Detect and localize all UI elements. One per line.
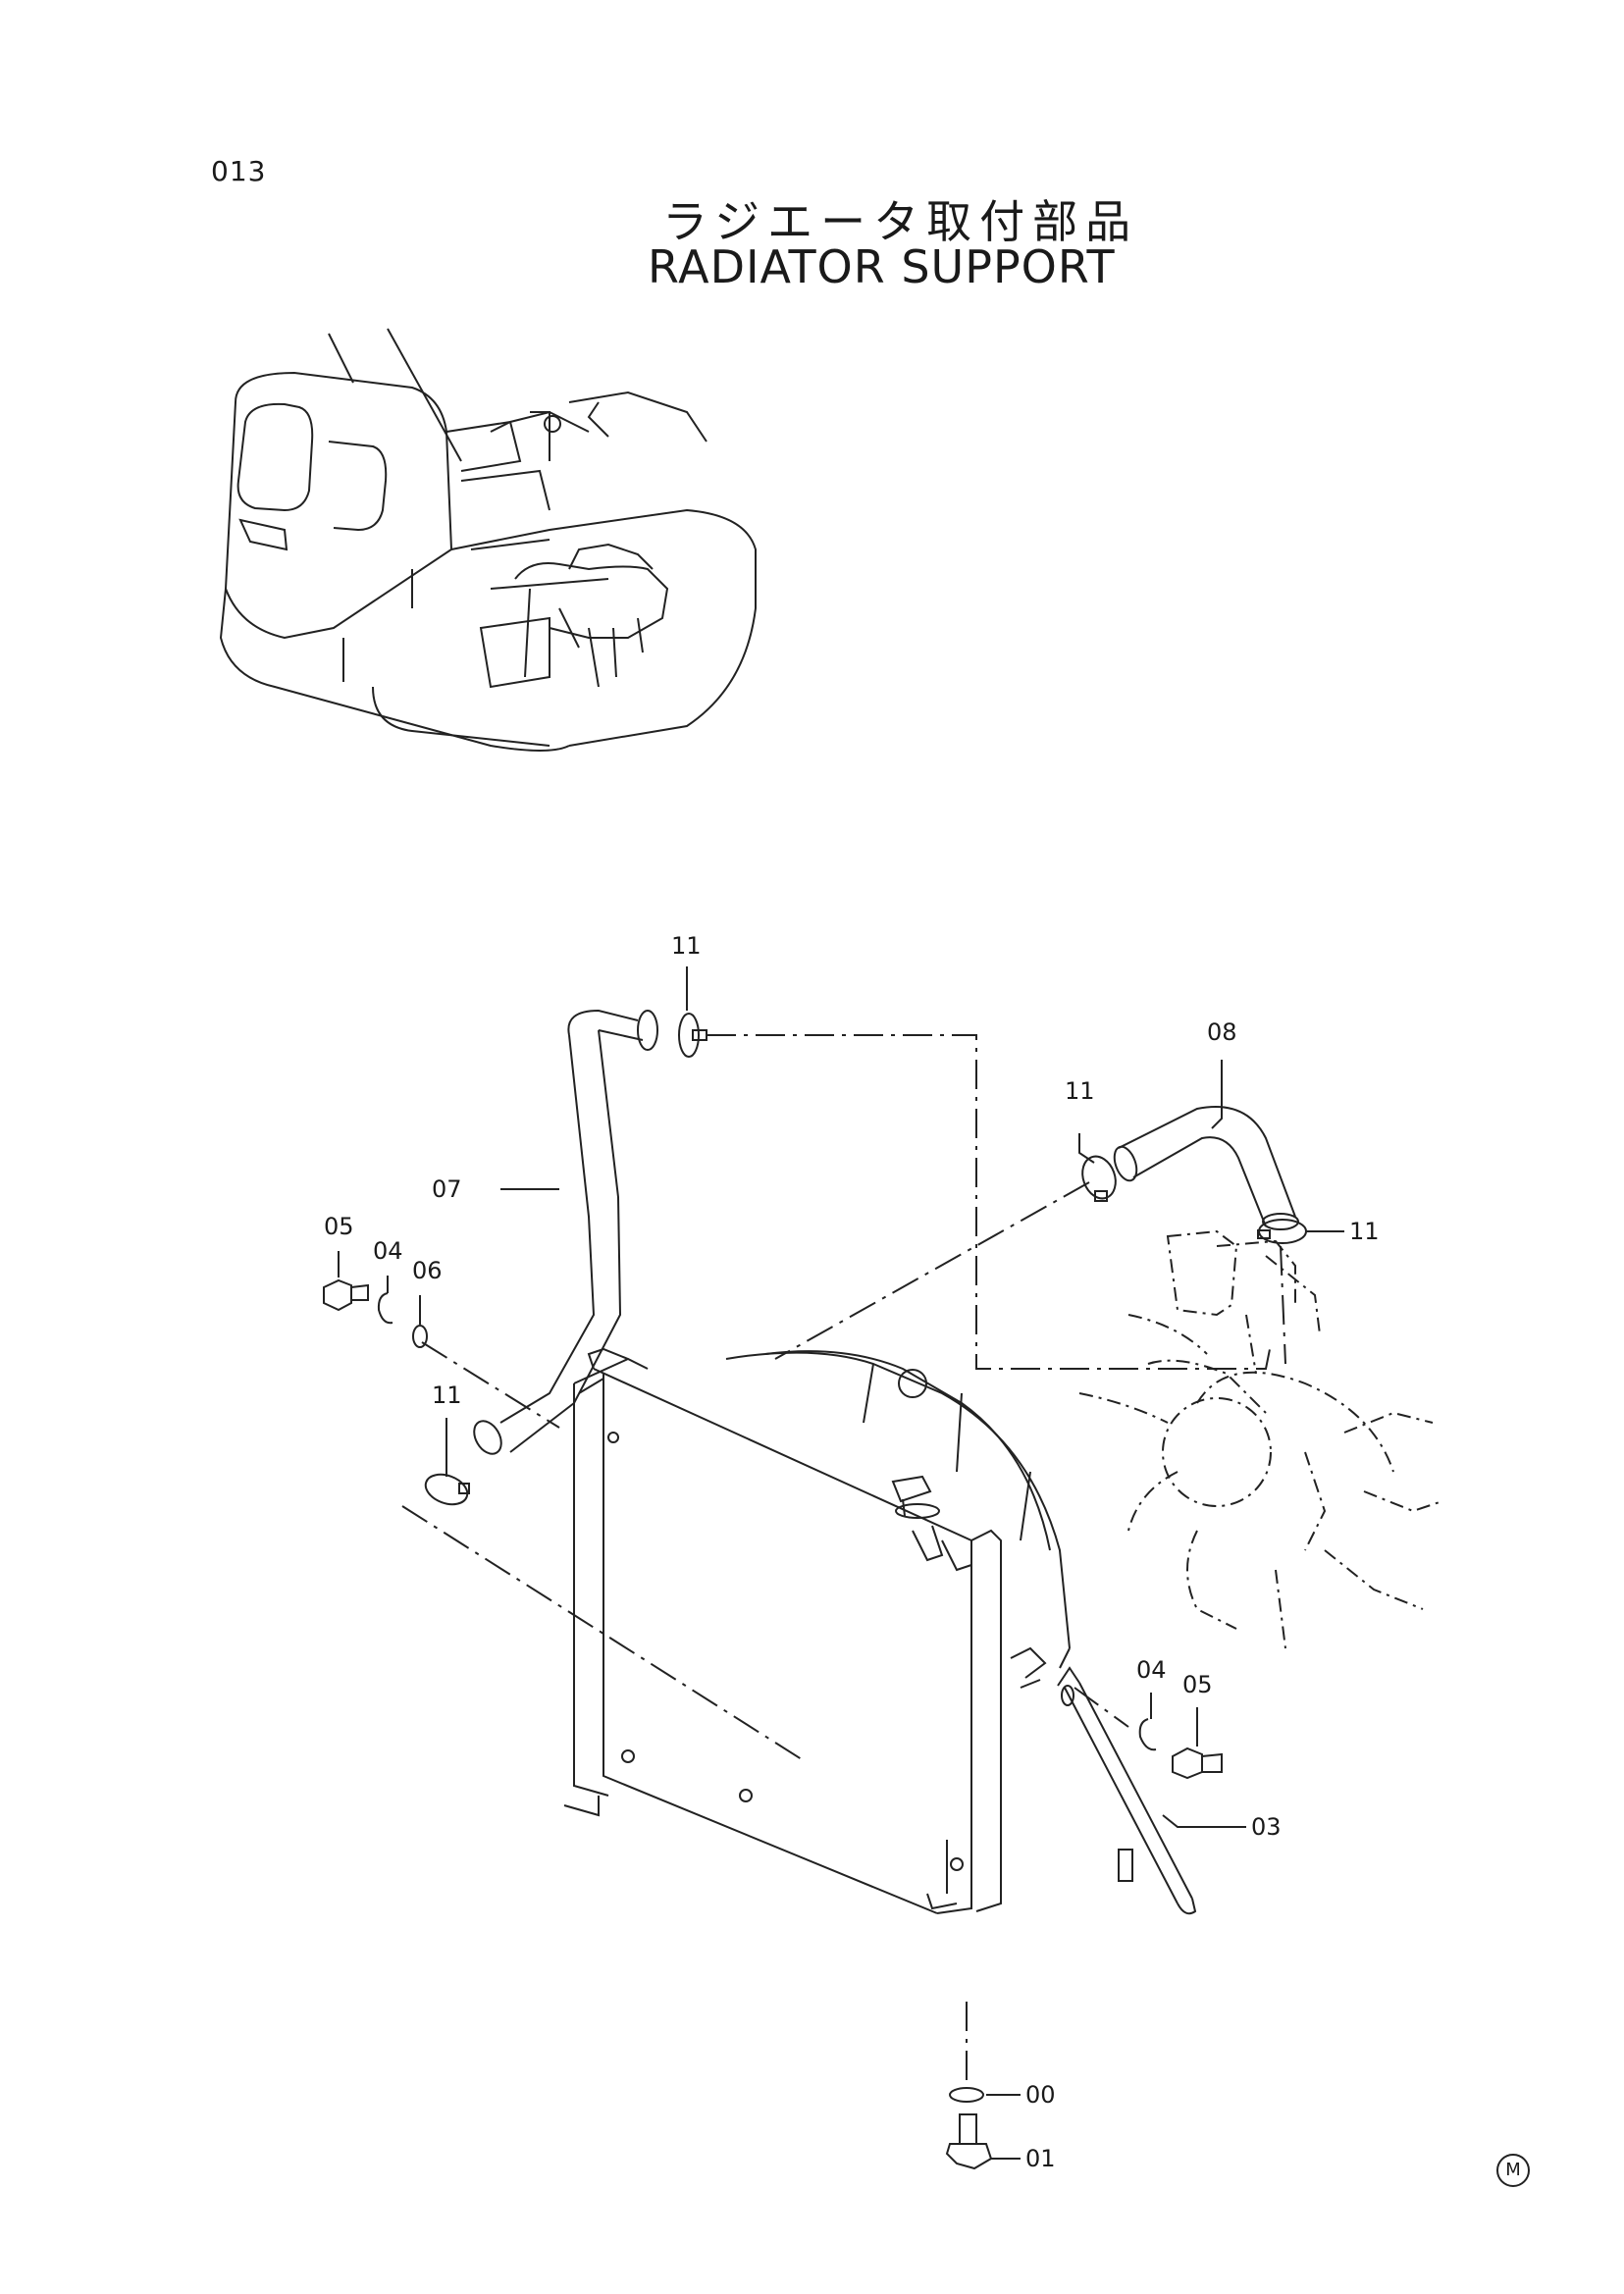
lock-washer-04-left	[377, 1292, 393, 1325]
brand-mark: M	[1496, 2154, 1530, 2187]
support-rod-03	[1010, 1646, 1197, 1915]
radiator-core	[563, 1347, 1002, 1914]
engine-and-fan	[1078, 1229, 1443, 1649]
title-english: RADIATOR SUPPORT	[648, 240, 1116, 293]
bolt-05-left	[323, 1278, 369, 1312]
bolt-05-right	[1172, 1747, 1223, 1780]
callout-05-right: 05	[1182, 1671, 1213, 1698]
callout-07: 07	[432, 1175, 462, 1203]
hose-clamp-top	[678, 1013, 707, 1058]
upper-hose-07	[473, 1009, 658, 1455]
callout-11-left: 11	[432, 1382, 462, 1409]
callout-11-top: 11	[671, 932, 702, 960]
assembly-guide-lines	[401, 1034, 1286, 2080]
fan-shroud	[725, 1350, 1071, 1669]
callout-06: 06	[412, 1257, 443, 1284]
callout-labels: 11 08 11 07 05 04 06 11 11 04 05 03 00 0…	[324, 932, 1380, 2172]
callout-00: 00	[1025, 2081, 1056, 2109]
callout-03: 03	[1251, 1813, 1282, 1841]
callout-11-hose08: 11	[1065, 1077, 1095, 1105]
title-japanese: ラジエータ取付部品	[662, 195, 1139, 248]
callout-08: 08	[1207, 1018, 1237, 1046]
excavator-overview-illustration	[219, 328, 757, 752]
washer-00	[949, 2087, 984, 2103]
radiator-cap	[891, 1475, 940, 1519]
callout-leaders	[338, 966, 1344, 2160]
callout-05-left: 05	[324, 1213, 354, 1240]
hose-clamp-engine	[1257, 1219, 1307, 1244]
callout-11-right: 11	[1349, 1218, 1380, 1245]
lower-hose-08	[1113, 1106, 1299, 1230]
bolt-01	[945, 2113, 993, 2170]
callout-01: 01	[1025, 2145, 1056, 2172]
callout-04-right: 04	[1136, 1656, 1167, 1684]
page-number: 013	[211, 155, 267, 187]
hose-clamp-right	[1081, 1155, 1117, 1202]
washer-06	[412, 1325, 428, 1348]
lock-washer-04-right	[1138, 1718, 1157, 1751]
callout-04-left: 04	[373, 1237, 403, 1265]
hose-clamp-left	[424, 1473, 470, 1506]
